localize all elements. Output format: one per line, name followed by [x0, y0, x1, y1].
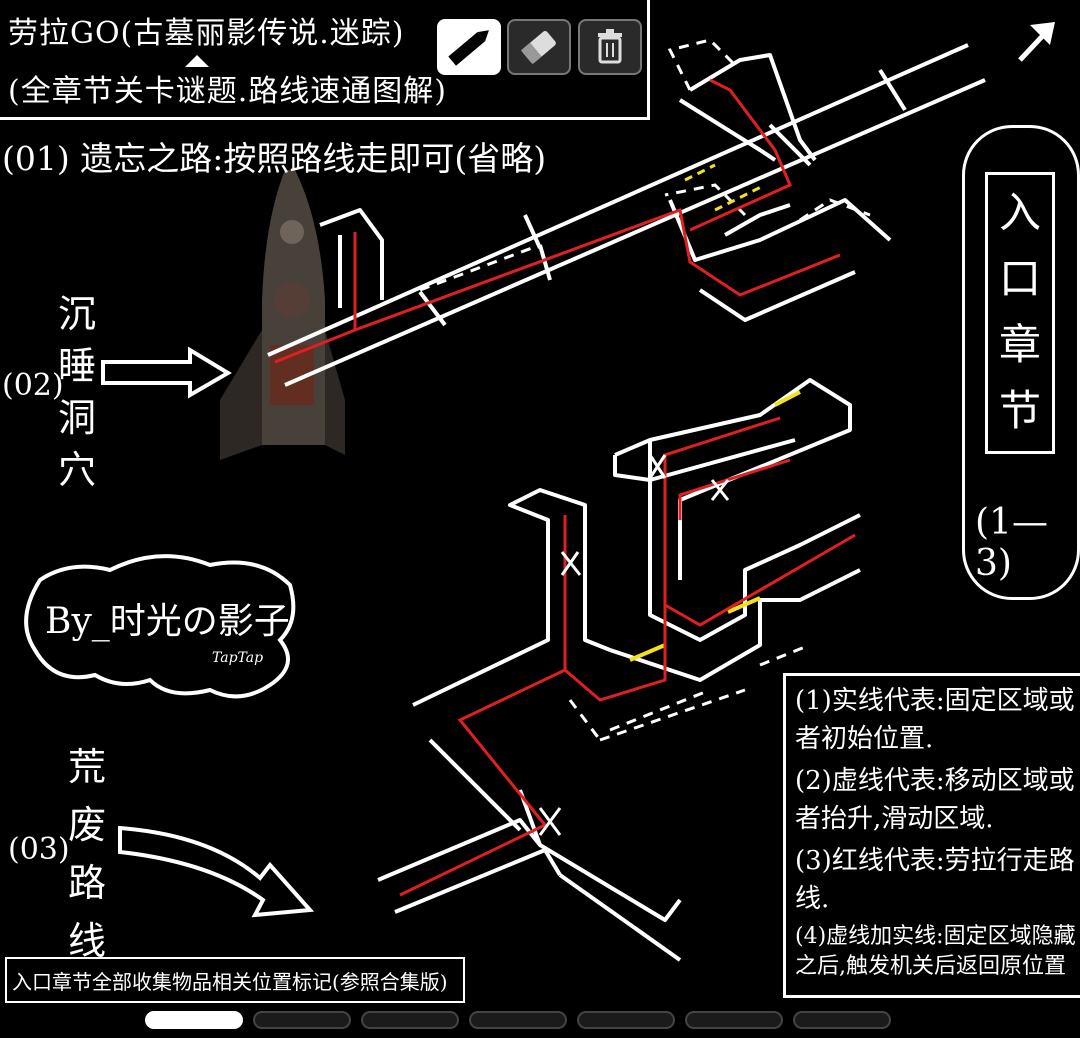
pencil-icon — [448, 30, 489, 66]
chapter-title: 入口章节 — [998, 188, 1041, 435]
trash-icon — [598, 29, 622, 64]
page-dot[interactable] — [577, 1011, 675, 1029]
level-02-yellow — [684, 163, 766, 212]
level-02-route — [274, 78, 841, 364]
legend-box — [783, 673, 1080, 998]
level-03-yellow — [629, 390, 801, 662]
legend-item-red: (3)红线代表:劳拉行走路线. — [795, 846, 1075, 914]
level-03-number: (03) — [8, 832, 70, 867]
legend-item-solid: (1)实线代表:固定区域或者初始位置. — [795, 686, 1075, 754]
page-dot[interactable] — [793, 1011, 891, 1029]
author-platform: TapTap — [212, 650, 264, 666]
chapter-panel — [962, 125, 1080, 600]
caret-icon — [185, 55, 209, 67]
page-dot[interactable] — [361, 1011, 459, 1029]
level-02-map — [267, 43, 986, 387]
eraser-tool-button[interactable] — [507, 19, 571, 75]
title-box — [0, 0, 650, 120]
legend-item-mixed: (4)虚线加实线:固定区域隐藏之后,触发机关后返回原位置 — [795, 924, 1076, 979]
page-dot[interactable] — [469, 1011, 567, 1029]
level-02-arrow — [101, 346, 232, 399]
page-dot[interactable] — [145, 1011, 243, 1029]
rocket-illustration — [220, 170, 345, 460]
page-subtitle: (全章节关卡谜题.路线速通图解) — [8, 74, 447, 109]
legend-item-dashed: (2)虚线代表:移动区域或者抬升,滑动区域. — [795, 766, 1075, 834]
chapter-title-box — [985, 172, 1055, 454]
level-02-name: 沉睡洞穴 — [57, 292, 96, 492]
pencil-tool-button[interactable] — [437, 19, 501, 75]
level-02-dashed — [419, 38, 871, 292]
page-dot[interactable] — [685, 1011, 783, 1029]
page-title: 劳拉GO(古墓丽影传说.迷踪) — [8, 16, 405, 51]
author-signature: By_时光の影子 — [45, 601, 290, 642]
level-03-name: 荒废路线 — [67, 745, 106, 963]
level-02-number: (02) — [2, 368, 64, 403]
page-dot[interactable] — [253, 1011, 351, 1029]
level-03-map — [377, 378, 861, 962]
level-03-dashed — [568, 643, 811, 742]
bottom-note-box — [5, 957, 465, 1003]
eraser-icon — [520, 31, 556, 65]
level-01-label: (01) 遗忘之路:按照路线走即可(省略) — [2, 139, 547, 178]
level-03-arrow — [118, 825, 315, 918]
trash-tool-button[interactable] — [578, 19, 642, 75]
chapter-range: (1—3) — [975, 502, 1048, 584]
bottom-note: 入口章节全部收集物品相关位置标记(参照合集版) — [12, 970, 448, 994]
level-03-marks — [538, 454, 730, 836]
export-arrow-icon[interactable] — [1018, 22, 1055, 62]
level-03-route — [399, 416, 856, 897]
legend: (1)实线代表:固定区域或者初始位置. (2)虚线代表:移动区域或者抬升,滑动区… — [795, 682, 1077, 986]
author-cloud — [24, 554, 296, 699]
